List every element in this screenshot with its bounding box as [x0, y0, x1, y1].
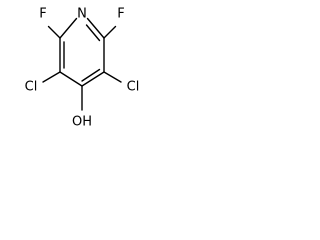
atom-label-cl-left: Cl	[25, 80, 38, 95]
bond-c2-f	[47, 25, 61, 39]
substituent-bonds	[42, 25, 122, 111]
ring-bonds	[59, 17, 105, 87]
bond-c6-f	[103, 25, 117, 39]
bond-n-c2	[59, 17, 78, 39]
bond-c4-c5-inner	[81, 68, 101, 82]
atom-label-f-left: F	[39, 7, 46, 22]
atom-label-cl-right: Cl	[127, 80, 140, 95]
atom-label-n: N	[77, 7, 87, 22]
atom-label-f-right: F	[117, 7, 124, 22]
chemical-structure-drawing: N F F Cl Cl OH	[25, 7, 140, 130]
bond-c4-c5	[81, 71, 105, 87]
bond-c3-cl	[42, 71, 61, 83]
bond-c3-c4	[59, 71, 83, 87]
bond-c6-n-inner	[85, 24, 101, 42]
atom-label-oh: OH	[72, 115, 92, 130]
atom-labels: N F F Cl Cl OH	[25, 7, 140, 130]
bond-n-c6	[86, 17, 105, 39]
bond-c5-cl	[103, 71, 122, 83]
